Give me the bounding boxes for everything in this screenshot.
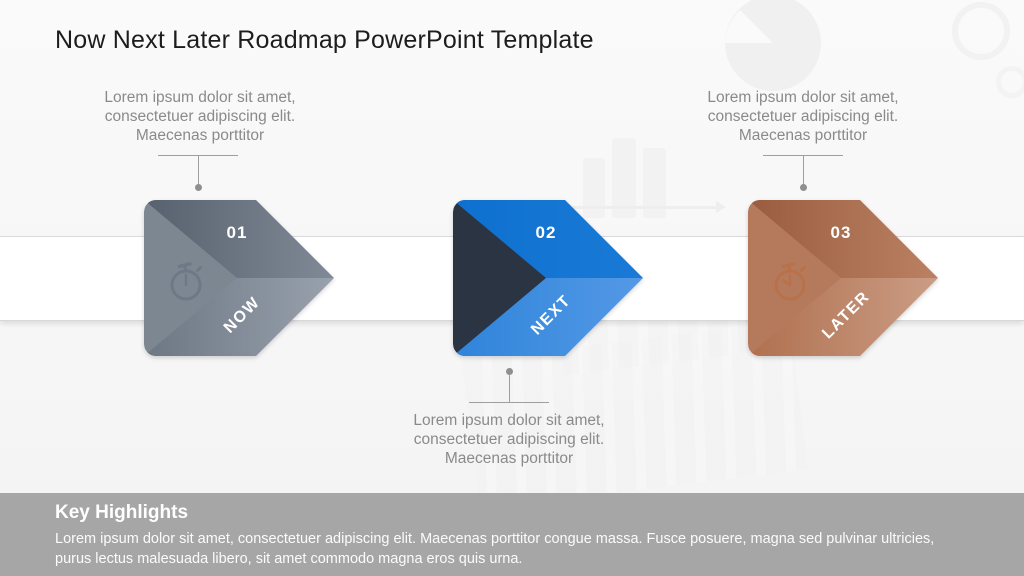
circle-watermark (996, 66, 1024, 98)
circle-watermark (952, 2, 1010, 60)
stopwatch-hands-icon (774, 262, 806, 301)
connector-line (469, 402, 549, 403)
stopwatch-icon (170, 262, 202, 301)
step-number: 03 (830, 223, 852, 242)
connector-line (198, 155, 199, 186)
milestone-next: 02 NEXT (453, 200, 643, 356)
connector-dot (800, 184, 807, 191)
milestone-now: 01 NOW (144, 200, 334, 356)
key-highlights-body: Lorem ipsum dolor sit amet, consectetuer… (55, 531, 935, 567)
callout-next-text: Lorem ipsum dolor sit amet, consectetuer… (413, 412, 605, 467)
step-number: 02 (535, 223, 557, 242)
milestone-later: 03 LATER (748, 200, 938, 356)
connector-dot (195, 184, 202, 191)
trend-arrowhead-watermark (716, 201, 726, 213)
pie-chart-watermark (725, 0, 821, 91)
connector-line (509, 374, 510, 402)
bar-chart-watermark (643, 148, 666, 218)
connector-dot (506, 368, 513, 375)
connector-line (803, 155, 804, 186)
step-number: 01 (226, 223, 248, 242)
stopwatch-half-icon (479, 262, 511, 301)
key-highlights-heading: Key Highlights (55, 502, 189, 523)
callout-later-text: Lorem ipsum dolor sit amet, consectetuer… (707, 89, 899, 144)
callout-now-text: Lorem ipsum dolor sit amet, consectetuer… (104, 89, 296, 144)
key-highlights-bar: Key Highlights Lorem ipsum dolor sit ame… (0, 493, 1024, 576)
chevron-arrow-shape (748, 200, 938, 356)
slide-title: Now Next Later Roadmap PowerPoint Templa… (55, 26, 594, 54)
chevron-arrow-shape (144, 200, 334, 356)
chevron-arrow-shape (453, 200, 643, 356)
